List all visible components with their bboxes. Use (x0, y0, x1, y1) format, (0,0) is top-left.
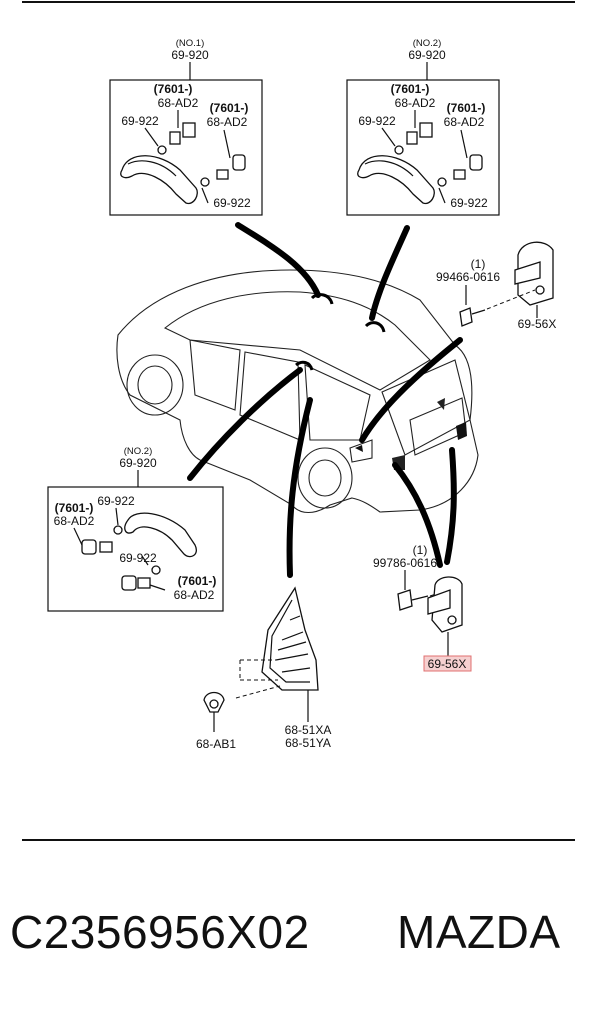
leader-striker-lower-b (392, 462, 443, 568)
no2l-7601-label-b: (7601-) (178, 574, 217, 588)
diagram-code: C2356956X02 (10, 906, 310, 958)
no2-left-part-label: 69-920 (119, 456, 157, 470)
no2-7601-label-b: (7601-) (447, 101, 486, 115)
leader-striker-upper (359, 337, 463, 443)
no2-68ad2-label-a: 68-AD2 (395, 96, 436, 110)
trim-clip-label: 68-AB1 (196, 737, 236, 751)
no1-7601-label: (7601-) (154, 82, 193, 96)
assist-grip-no1 (120, 155, 198, 205)
quarter-trim-label-xa: 68-51XA (285, 723, 332, 737)
cap-no1-b (200, 177, 210, 187)
brand-name: MAZDA (397, 906, 561, 958)
striker-upper-group: (1) 99466-0616 69-56X (436, 241, 557, 331)
leader-no2-left (187, 367, 303, 481)
no2l-68ad2-label-a: 68-AD2 (54, 514, 95, 528)
striker-upper-label: 69-56X (518, 317, 557, 331)
no2-69922-label-b: 69-922 (450, 196, 488, 210)
qty-lower: (1) (413, 543, 428, 557)
leader-quarter-trim (286, 397, 313, 578)
assist-grip-no2-left (124, 512, 197, 558)
bolt-upper-label: 99466-0616 (436, 270, 500, 284)
highlight-box (423, 655, 472, 672)
clip-no1-b (232, 154, 246, 171)
cap-no1-a (157, 145, 167, 155)
bolt-lower-label: 99786-0616 (373, 556, 437, 570)
vehicle-outline (116, 269, 479, 514)
no2l-69922-label-a: 69-922 (97, 494, 135, 508)
leader-no1 (235, 222, 321, 298)
no2-69922-label-a: 69-922 (358, 114, 396, 128)
rear-wheel (297, 447, 353, 509)
no1-69922-label-a: 69-922 (121, 114, 159, 128)
quarter-trim (261, 586, 319, 691)
qty-upper: (1) (471, 257, 486, 271)
no1-68ad2-label-b: 68-AD2 (207, 115, 248, 129)
assist-grip-no2-top (357, 155, 435, 205)
no2l-69922-label-b: 69-922 (119, 551, 157, 565)
leader-striker-lower-a (444, 447, 457, 565)
assist-grip-no2-left-group: (NO.2) 69-920 (7601-) 68-AD2 69-922 69-9… (47, 446, 224, 612)
no1-68ad2-label-a: 68-AD2 (158, 96, 199, 110)
front-wheel (126, 354, 184, 416)
quarter-trim-group: 68-AB1 68-51XA 68-51YA (196, 586, 332, 751)
no2l-7601-label-a: (7601-) (55, 501, 94, 515)
no2l-68ad2-label-b: 68-AD2 (174, 588, 215, 602)
assist-grip-no2-left-box (47, 486, 224, 612)
leader-no2-top (369, 225, 410, 321)
assist-grip-no2-top-box (346, 79, 500, 216)
assist-grip-no1-box (109, 79, 263, 216)
tailgate (381, 359, 471, 456)
quarter-trim-label-ya: 68-51YA (285, 736, 331, 750)
striker-lower-label: 69-56X (428, 657, 467, 671)
no1-part-label: 69-920 (171, 48, 209, 62)
assist-grip-no2-top-group: (NO.2) 69-920 (7601-) 68-AD2 (7601-) 68-… (346, 38, 500, 216)
no1-7601-label-b: (7601-) (210, 101, 249, 115)
striker-lower-group: (1) 99786-0616 69-56X (373, 543, 472, 672)
bolt-upper (459, 307, 473, 327)
no1-label: (NO.1) (176, 38, 205, 49)
no2-7601-label-a: (7601-) (391, 82, 430, 96)
clip-no1-a (169, 131, 181, 145)
bolt-lower (397, 589, 413, 611)
assist-grip-no1-group: (NO.1) 69-920 (7601-) 68-AD2 (7601-) 68-… (109, 38, 263, 216)
no2-left-label: (NO.2) (124, 446, 153, 457)
no2-top-part-label: 69-920 (408, 48, 446, 62)
no1-69922-label-b: 69-922 (213, 196, 251, 210)
no2-top-label: (NO.2) (413, 38, 442, 49)
no2-68ad2-label-b: 68-AD2 (444, 115, 485, 129)
